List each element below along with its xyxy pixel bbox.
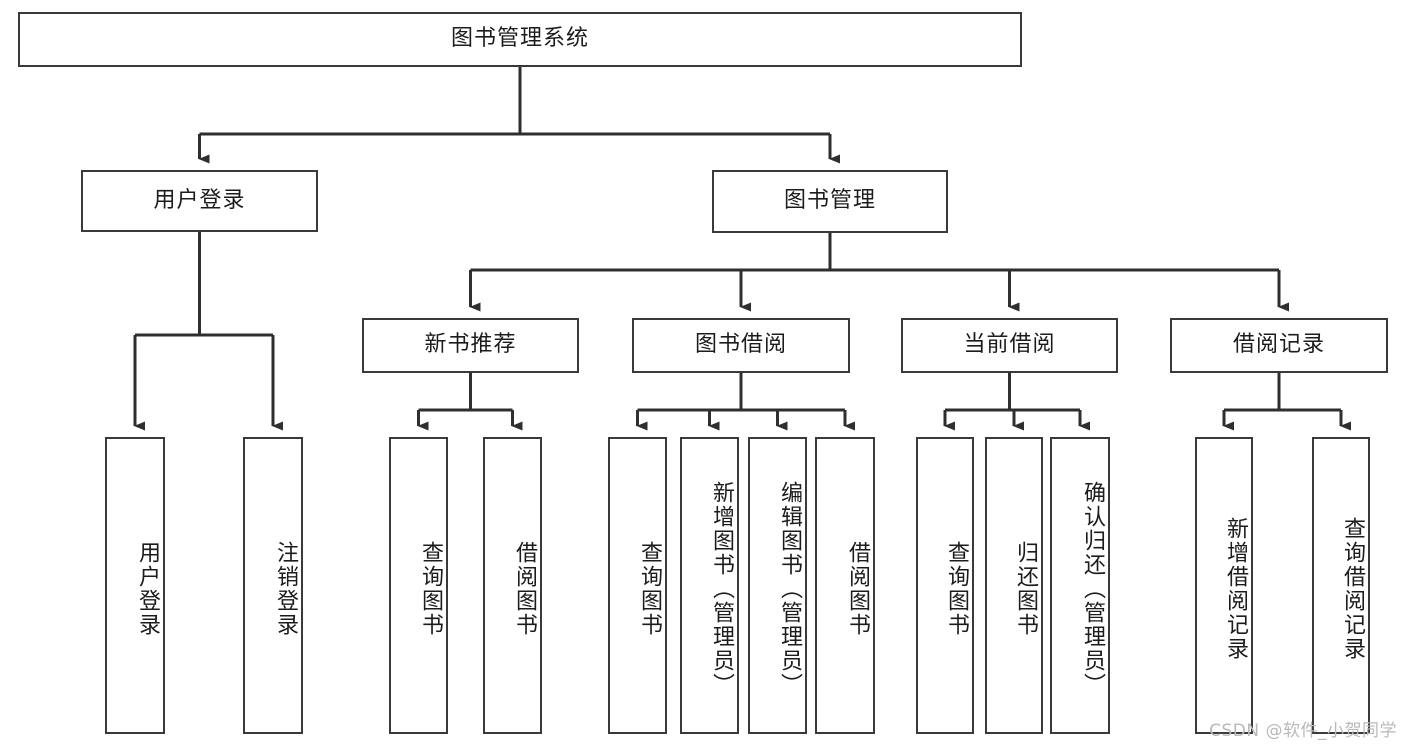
node-root[interactable]: 图书管理系统 [18,12,1022,67]
node-book-manage[interactable]: 图书管理 [712,170,948,233]
node-label: 新增图书（管理员） [709,480,734,697]
node-leaf-return-book[interactable]: 归还图书 [985,437,1043,734]
node-label: 借阅图书 [845,540,870,637]
node-leaf-logout[interactable]: 注销登录 [243,437,303,734]
node-leaf-add-book[interactable]: 新增图书（管理员） [680,437,739,734]
node-label: 查询图书 [418,540,443,637]
node-label: 借阅记录 [1232,332,1325,358]
node-leaf-query-record[interactable]: 查询借阅记录 [1312,437,1370,734]
node-leaf-borrow-book-2[interactable]: 借阅图书 [815,437,875,734]
node-current-borrow[interactable]: 当前借阅 [901,318,1118,373]
node-leaf-query-book-3[interactable]: 查询图书 [916,437,974,734]
node-label: 用户登录 [135,540,160,637]
node-leaf-borrow-book-1[interactable]: 借阅图书 [483,437,542,734]
csdn-watermark: CSDN @软件_小贺同学 [1209,721,1397,741]
node-leaf-add-record[interactable]: 新增借阅记录 [1195,437,1253,734]
node-label: 图书借阅 [694,332,787,358]
node-label: 新书推荐 [424,332,517,358]
node-label: 查询图书 [944,540,969,637]
node-label: 归还图书 [1013,540,1038,637]
node-leaf-user-login[interactable]: 用户登录 [105,437,165,734]
node-book-borrow[interactable]: 图书借阅 [632,318,850,373]
node-label: 查询图书 [637,540,662,637]
node-leaf-confirm-return[interactable]: 确认归还（管理员） [1050,437,1110,734]
node-label: 编辑图书（管理员） [777,480,802,697]
node-leaf-edit-book[interactable]: 编辑图书（管理员） [748,437,807,734]
node-borrow-record[interactable]: 借阅记录 [1170,318,1388,373]
node-leaf-query-book-2[interactable]: 查询图书 [608,437,667,734]
node-label: 图书管理 [783,188,876,214]
node-label: 借阅图书 [512,540,537,637]
node-label: 当前借阅 [963,332,1056,358]
node-label: 确认归还（管理员） [1080,480,1105,697]
node-label: 新增借阅记录 [1223,516,1248,661]
node-user-login[interactable]: 用户登录 [81,170,318,232]
node-label: 用户登录 [153,187,246,213]
node-label: 注销登录 [273,540,298,637]
node-leaf-query-book-1[interactable]: 查询图书 [389,437,448,734]
node-new-book-recommend[interactable]: 新书推荐 [362,318,579,373]
node-label: 查询借阅记录 [1340,516,1365,661]
node-label: 图书管理系统 [450,26,589,52]
